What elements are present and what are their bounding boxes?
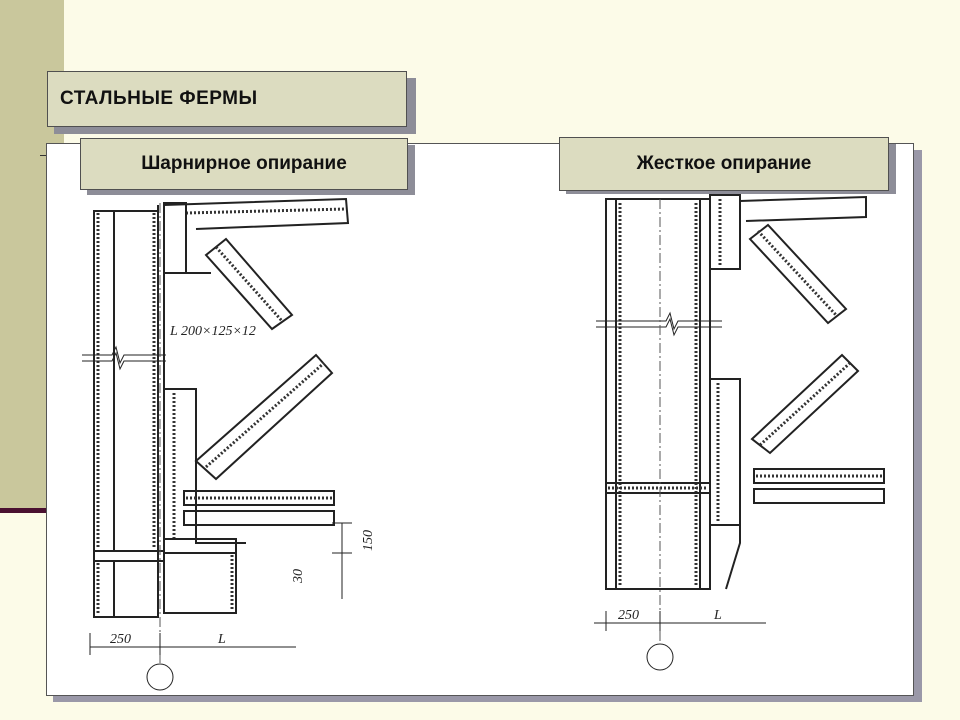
dim-l-right: L bbox=[713, 608, 722, 623]
frame-tick bbox=[40, 155, 50, 156]
angle-section-label: L 200×125×12 bbox=[169, 324, 256, 339]
engineering-drawing: L 200×125×12 250 L 150 30 bbox=[82, 194, 885, 691]
dim-250-left: 250 bbox=[110, 632, 131, 647]
drawing-frame bbox=[46, 143, 914, 696]
rigid-support-label: Жесткое опирание bbox=[559, 137, 889, 191]
hinged-support-label: Шарнирное опирание bbox=[80, 138, 408, 190]
side-decor-line bbox=[0, 508, 48, 513]
dim-150: 150 bbox=[361, 530, 376, 551]
dim-l-left: L bbox=[217, 632, 226, 647]
dim-30: 30 bbox=[291, 569, 306, 584]
slide-title: СТАЛЬНЫЕ ФЕРМЫ bbox=[47, 71, 407, 127]
rigid-support-drawing: 250 L bbox=[594, 194, 885, 671]
dim-250-right: 250 bbox=[618, 608, 639, 623]
hinged-support-drawing: L 200×125×12 250 L 150 30 bbox=[82, 197, 376, 691]
